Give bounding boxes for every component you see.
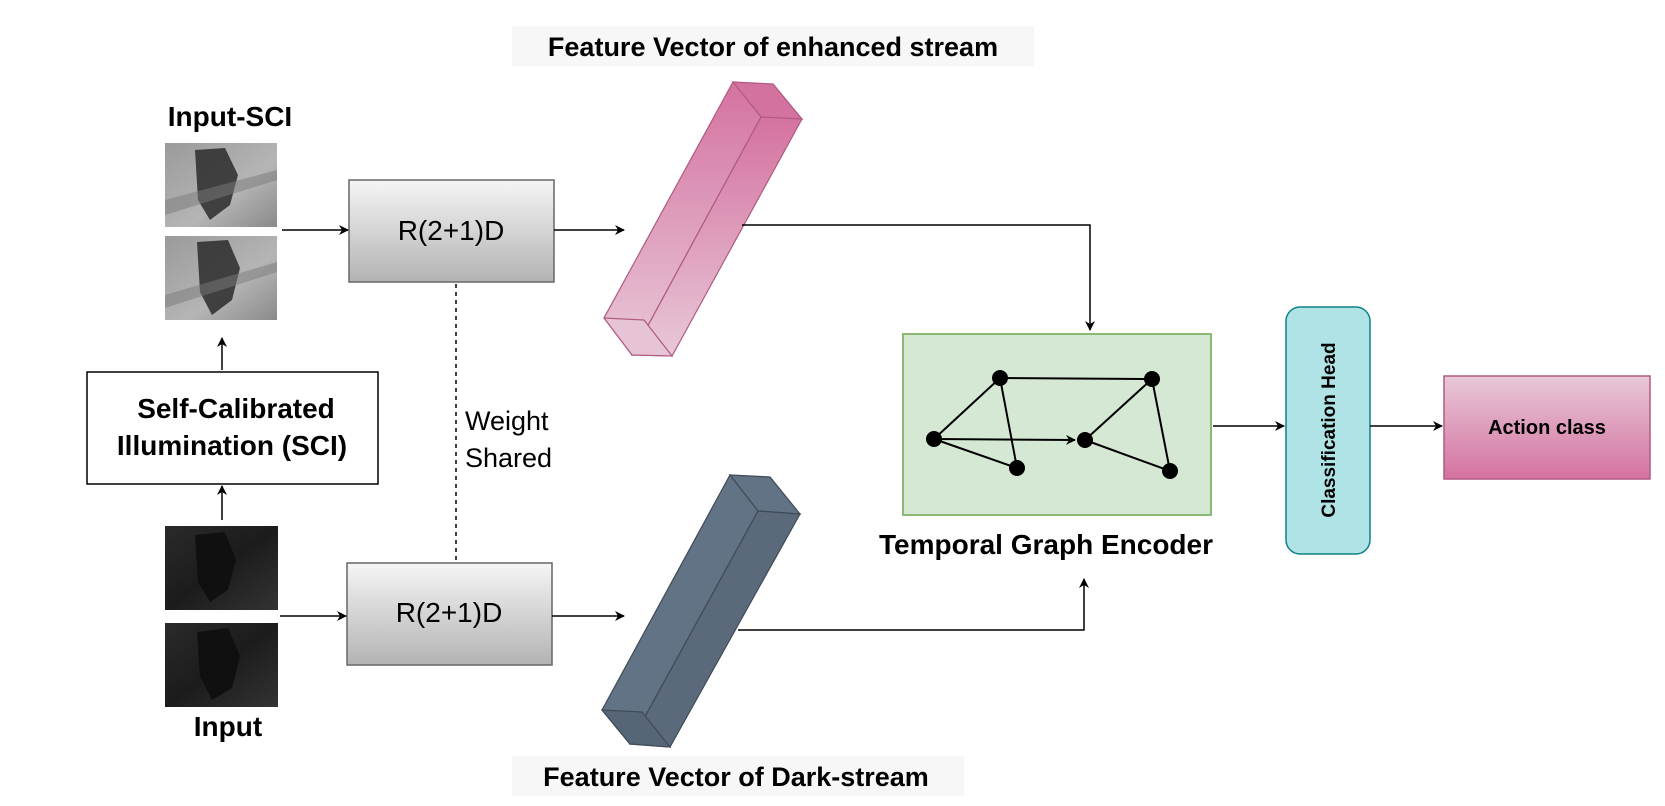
sci-label-line2: Illumination (SCI)	[117, 430, 347, 461]
action-class-box	[1443, 375, 1651, 480]
feature-enhanced-prism	[602, 80, 804, 357]
input-frames	[165, 526, 278, 707]
input-sci-frames	[165, 143, 277, 320]
r21d-top-box	[348, 179, 555, 283]
r21d-top-label: R(2+1)D	[398, 215, 505, 246]
r21d-bottom-box	[346, 562, 553, 666]
input-sci-label: Input-SCI	[168, 101, 292, 132]
weight-shared-line2: Shared	[465, 443, 552, 473]
r21d-bottom-label: R(2+1)D	[396, 597, 503, 628]
feature-enhanced-title-bg	[512, 26, 1034, 66]
graph-icon	[926, 370, 1178, 479]
feature-dark-prism	[600, 473, 802, 748]
input-label: Input	[194, 711, 262, 742]
classification-head-box	[1285, 306, 1371, 555]
classification-head-label: Classification Head	[1319, 342, 1340, 517]
arrow-enhanced-to-tge	[742, 224, 1095, 331]
temporal-graph-encoder-box	[902, 333, 1212, 516]
sci-label-line1: Self-Calibrated	[137, 393, 335, 424]
tge-label: Temporal Graph Encoder	[879, 529, 1213, 560]
arrow-dark-to-tge	[738, 578, 1089, 631]
feature-dark-title-bg	[512, 756, 964, 796]
feature-enhanced-title: Feature Vector of enhanced stream	[548, 32, 998, 62]
weight-shared-line1: Weight	[465, 406, 549, 436]
sci-box	[86, 371, 379, 485]
action-class-label: Action class	[1488, 417, 1606, 439]
feature-dark-title: Feature Vector of Dark-stream	[543, 762, 929, 792]
